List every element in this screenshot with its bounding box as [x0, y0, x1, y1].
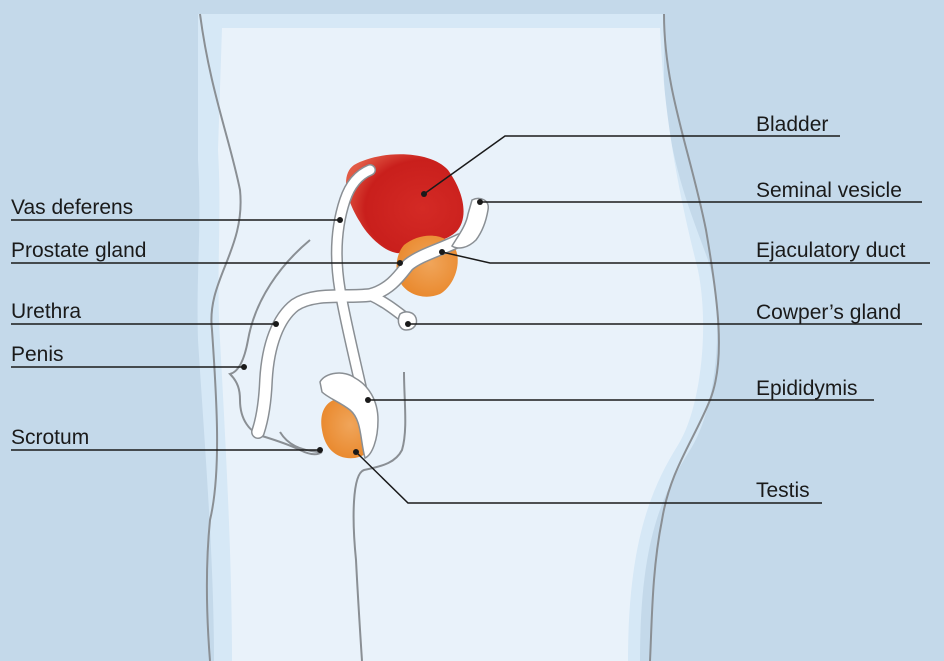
dot-scrotum	[317, 447, 323, 453]
label-bladder: Bladder	[756, 114, 828, 135]
dot-epididymis	[365, 397, 371, 403]
label-epididymis: Epididymis	[756, 378, 858, 399]
label-testis: Testis	[756, 480, 810, 501]
dot-bladder	[421, 191, 427, 197]
label-penis: Penis	[11, 344, 64, 365]
dot-vas-deferens	[337, 217, 343, 223]
label-ejaculatory-duct: Ejaculatory duct	[756, 240, 905, 261]
dot-penis	[241, 364, 247, 370]
dot-testis	[353, 449, 359, 455]
label-scrotum: Scrotum	[11, 427, 89, 448]
label-urethra: Urethra	[11, 301, 81, 322]
dot-cowpers-gland	[405, 321, 411, 327]
dot-prostate-gland	[397, 260, 403, 266]
cowpers-gland-shape	[398, 312, 416, 330]
label-seminal-vesicle: Seminal vesicle	[756, 180, 902, 201]
label-cowpers-gland: Cowper’s gland	[756, 302, 901, 323]
label-prostate-gland: Prostate gland	[11, 240, 146, 261]
label-vas-deferens: Vas deferens	[11, 197, 133, 218]
body-fill	[218, 28, 703, 661]
dot-urethra	[273, 321, 279, 327]
dot-ejaculatory-duct	[439, 249, 445, 255]
dot-seminal-vesicle	[477, 199, 483, 205]
